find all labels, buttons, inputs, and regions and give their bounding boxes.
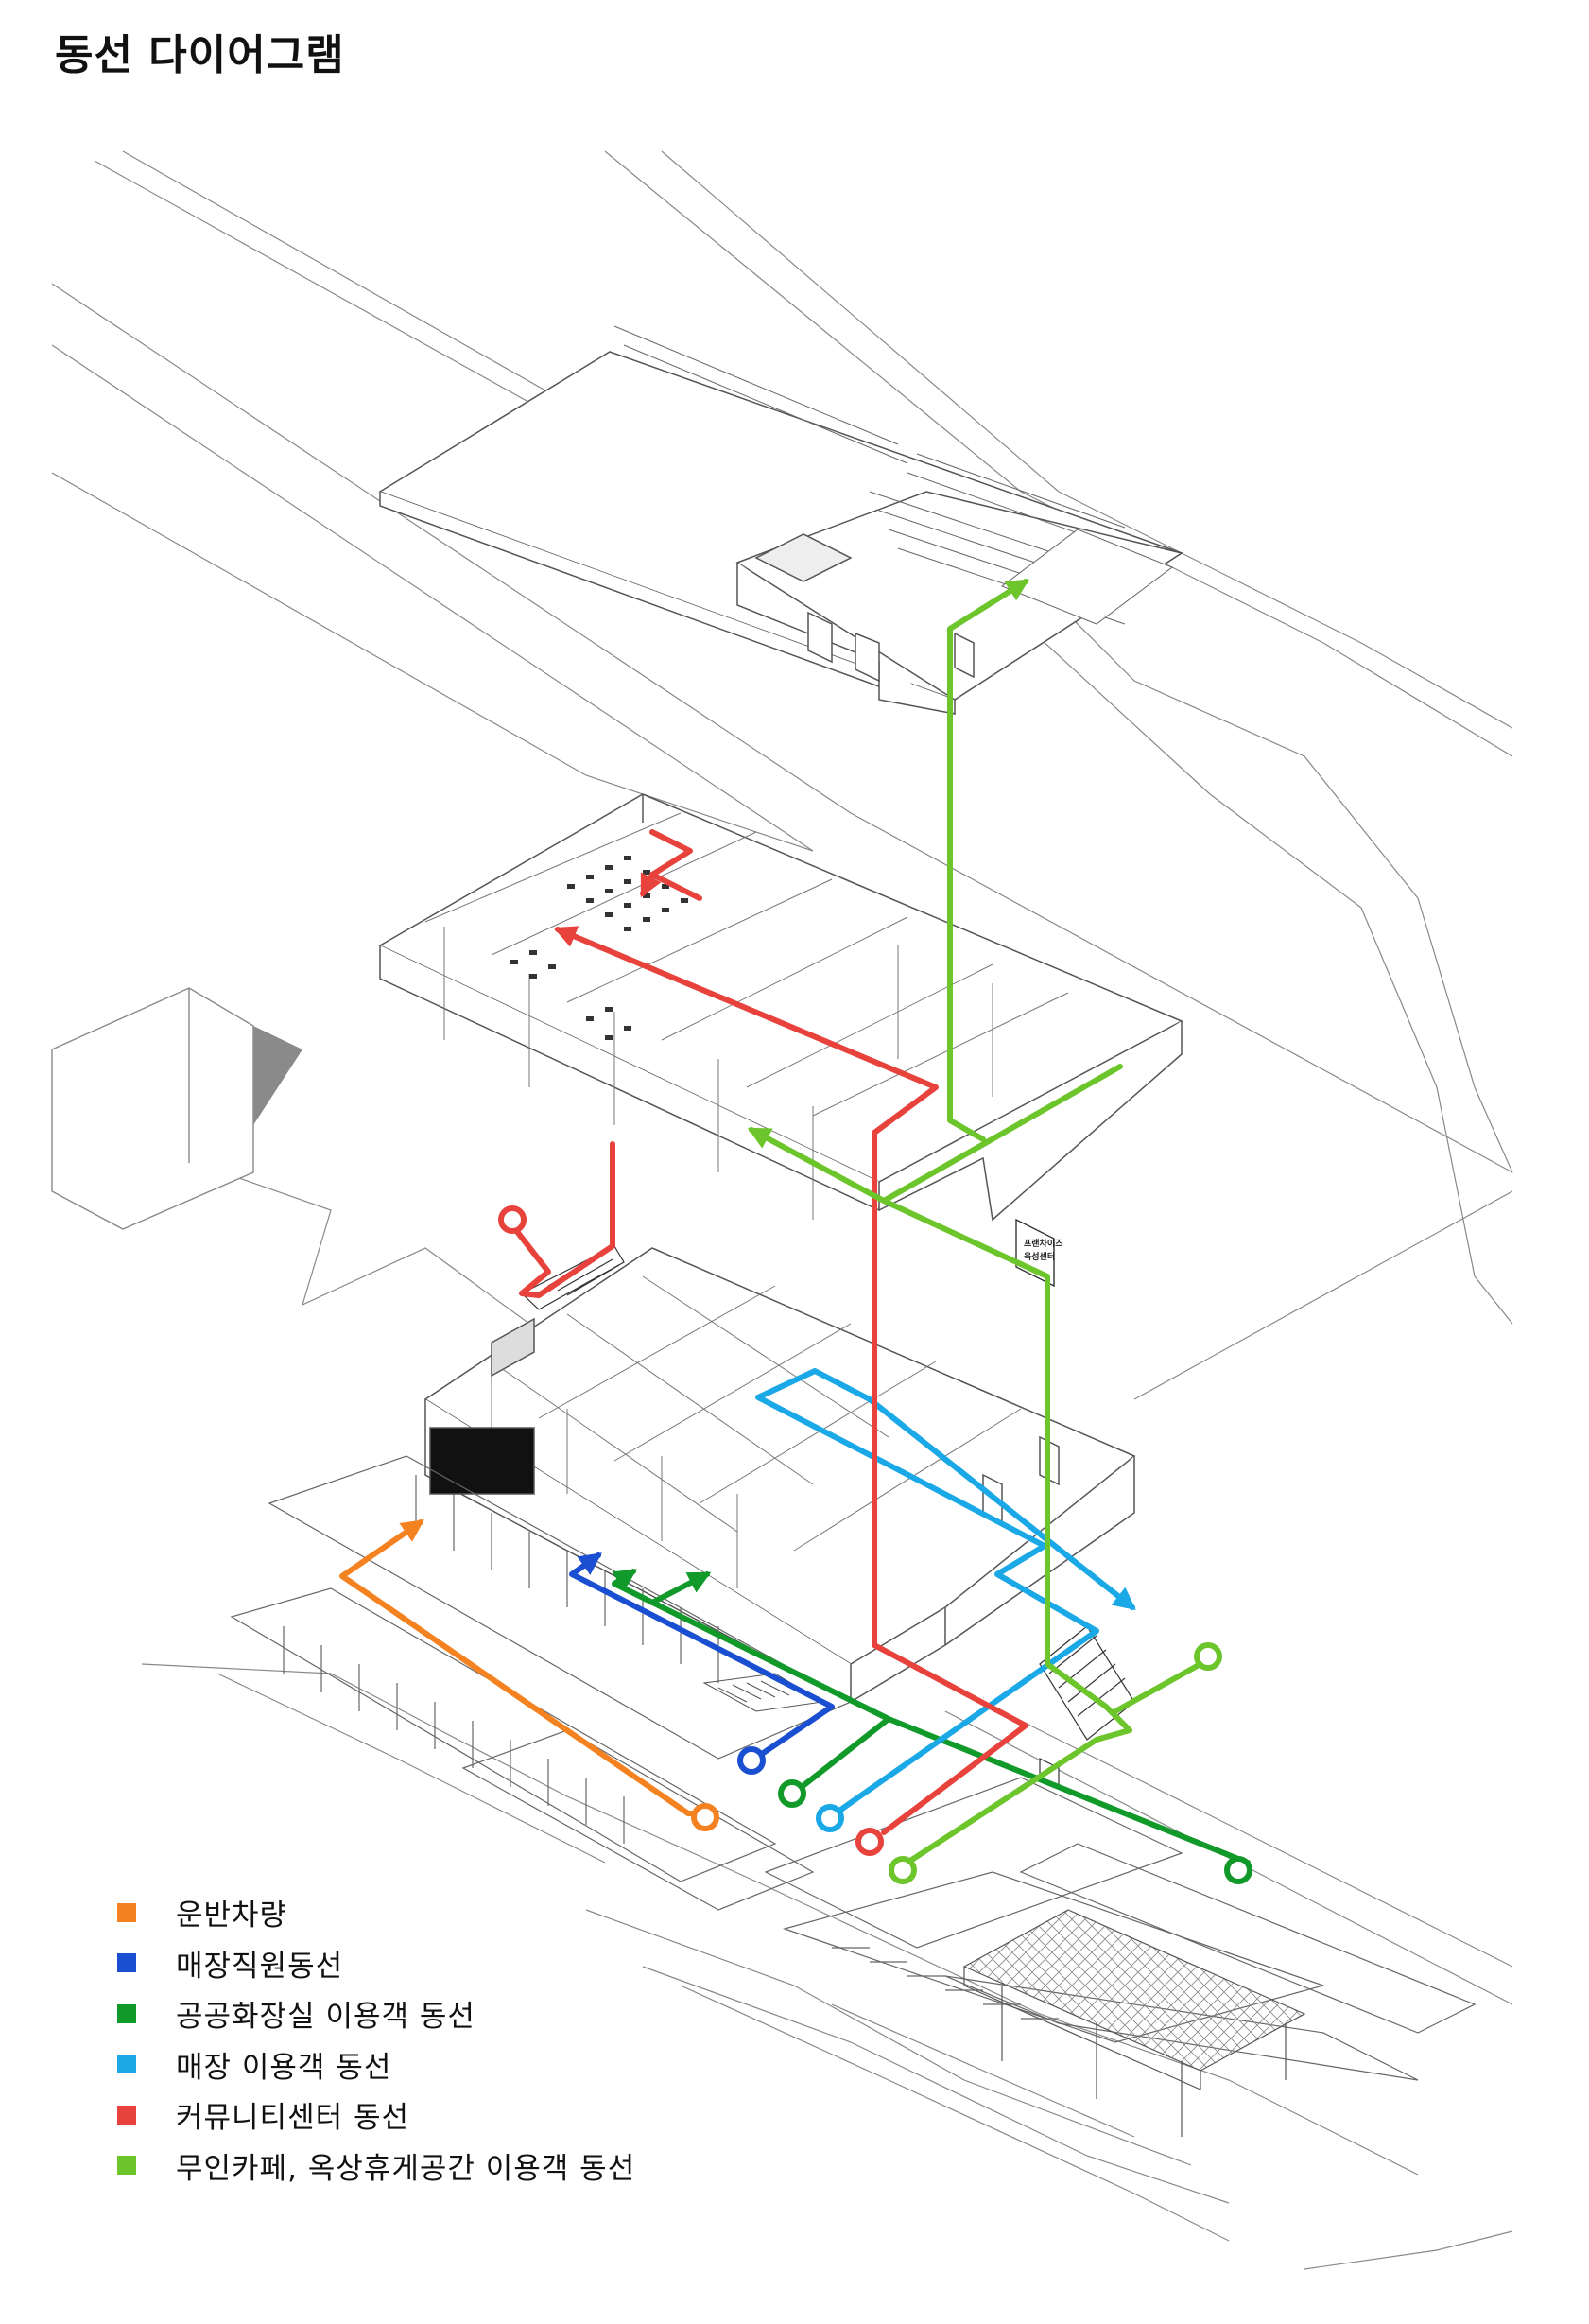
route-store-start-marker	[819, 1807, 841, 1830]
route-toilet-end-marker	[1227, 1859, 1250, 1882]
canopy	[964, 1910, 1304, 2137]
legend-item-cafe: 무인카페, 옥상휴게공간 이용객 동선	[117, 2141, 635, 2192]
legend-swatch-staff	[117, 1953, 136, 1972]
legend-label-community: 커뮤니티센터 동선	[176, 2093, 409, 2136]
sign-line-1: 프랜차이즈	[1024, 1238, 1063, 1249]
legend-label-vehicle: 운반차량	[176, 1891, 287, 1934]
legend-label-staff: 매장직원동선	[176, 1942, 343, 1985]
second-floor	[380, 794, 1182, 1220]
route-vehicle-start-marker	[694, 1806, 717, 1829]
rooftop-level	[380, 326, 1182, 714]
legend-item-store: 매장 이용객 동선	[117, 2039, 635, 2090]
neighbor-building	[52, 988, 302, 1229]
route-community-start-marker	[858, 1830, 881, 1853]
route-toilet-start-marker	[781, 1782, 803, 1805]
legend-swatch-community	[117, 2106, 136, 2125]
legend-item-toilet: 공공화장실 이용객 동선	[117, 1988, 635, 2039]
route-cafe-end-marker	[1197, 1645, 1219, 1668]
legend-label-toilet: 공공화장실 이용객 동선	[176, 1992, 475, 2035]
legend-label-store: 매장 이용객 동선	[176, 2043, 391, 2086]
route-staff-start-marker	[740, 1749, 763, 1772]
legend-item-staff: 매장직원동선	[117, 1938, 635, 1989]
route-cafe-branch	[1115, 1664, 1200, 1711]
legend-label-cafe: 무인카페, 옥상휴게공간 이용객 동선	[176, 2144, 635, 2187]
legend-swatch-vehicle	[117, 1903, 136, 1922]
legend-swatch-toilet	[117, 2004, 136, 2023]
legend-item-vehicle: 운반차량	[117, 1887, 635, 1938]
route-community-stair-marker	[501, 1208, 524, 1231]
route-cafe-start-marker	[891, 1859, 914, 1882]
sign-line-2: 육성센터	[1024, 1251, 1055, 1262]
legend-swatch-cafe	[117, 2156, 136, 2175]
legend-item-community: 커뮤니티센터 동선	[117, 2090, 635, 2141]
ground-floor	[425, 1248, 1134, 1702]
legend-swatch-store	[117, 2055, 136, 2073]
